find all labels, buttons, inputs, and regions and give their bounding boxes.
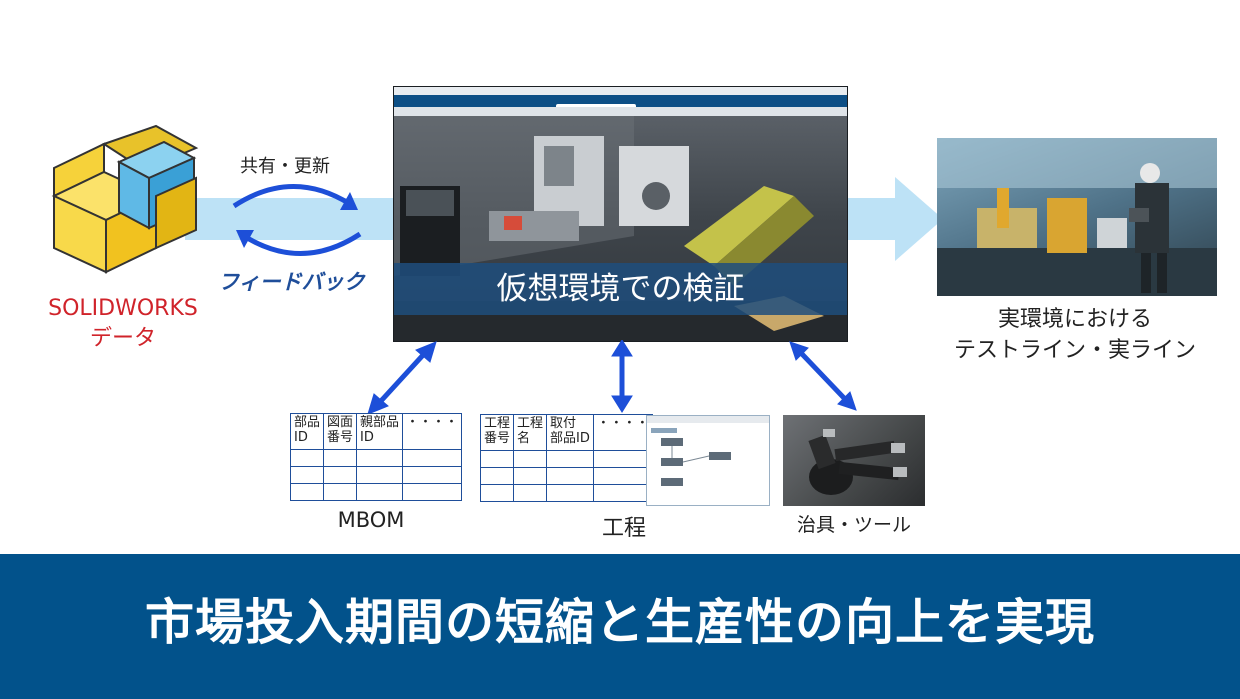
process-flow-graphic	[647, 416, 769, 486]
solidworks-part-icon	[51, 124, 199, 274]
solidworks-data-label: SOLIDWORKS データ	[33, 294, 213, 354]
table-header-cell: 工程 番号	[479, 414, 515, 451]
solidworks-label-line1: SOLIDWORKS	[48, 296, 198, 321]
table-header-row: 工程 番号 工程 名 取付 部品ID ・・・・	[479, 414, 653, 451]
bottom-banner: 市場投入期間の短縮と生産性の向上を実現	[0, 554, 1240, 699]
tab-bar	[394, 107, 847, 116]
machine-scene-graphic	[394, 116, 847, 341]
connector-arrows	[367, 340, 857, 415]
flow-arrow-right-icon	[895, 177, 943, 261]
process-table: 工程 番号 工程 名 取付 部品ID ・・・・	[479, 414, 653, 502]
table-header-cell: 親部品 ID	[356, 413, 404, 450]
share-update-label: 共有・更新	[240, 156, 330, 177]
app-header-bar	[394, 95, 847, 112]
real-factory-photo	[937, 138, 1217, 296]
process-flow-screenshot	[646, 415, 770, 506]
virtual-environment-screenshot: 仮想環境での検証	[393, 86, 848, 342]
real-env-line2: テストライン・実ライン	[953, 338, 1196, 363]
real-env-line1: 実環境における	[997, 307, 1152, 332]
factory-photo-graphic	[937, 138, 1217, 296]
real-environment-label: 実環境における テストライン・実ライン	[925, 304, 1225, 366]
table-row	[479, 484, 653, 502]
table-header-cell: 図面 番号	[323, 413, 358, 450]
virtual-verification-banner: 仮想環境での検証	[394, 263, 847, 315]
table-row	[289, 466, 463, 484]
table-header-cell: ・・・・	[402, 413, 463, 450]
table-header-cell: 取付 部品ID	[546, 414, 594, 451]
table-row	[479, 450, 653, 468]
table-row	[289, 449, 463, 467]
sync-cycle-icon	[232, 184, 362, 256]
table-header-cell: 部品 ID	[289, 413, 325, 450]
jigs-tools-label: 治具・ツール	[796, 514, 911, 536]
process-label: 工程	[601, 516, 646, 541]
jig-tool-photo	[783, 415, 925, 506]
table-header-cell: 工程 名	[513, 414, 548, 451]
mbom-table: 部品 ID 図面 番号 親部品 ID ・・・・	[289, 413, 463, 501]
feedback-label: フィードバック	[218, 270, 365, 294]
solidworks-label-line2: データ	[89, 326, 156, 351]
table-row	[289, 483, 463, 501]
mbom-label: MBOM	[337, 508, 405, 532]
table-header-row: 部品 ID 図面 番号 親部品 ID ・・・・	[289, 413, 463, 450]
table-row	[479, 467, 653, 485]
table-header-cell: ・・・・	[592, 414, 653, 451]
gripper-graphic	[808, 429, 907, 495]
window-titlebar	[394, 87, 847, 95]
banner-headline: 市場投入期間の短縮と生産性の向上を実現	[144, 594, 1095, 651]
